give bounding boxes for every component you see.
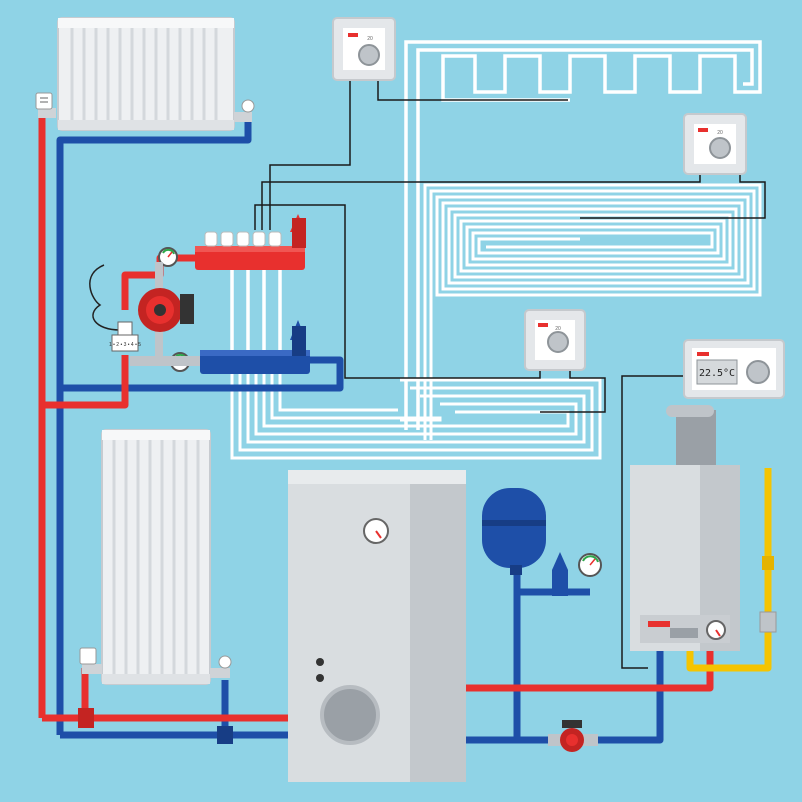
underfloor-loop-serpentine (404, 40, 762, 430)
control-wiring (254, 78, 766, 669)
controller-display-value: 22.5°C (699, 368, 735, 379)
thermostat-1-scale: 20 (367, 36, 373, 42)
actuator-label: 1 • 2 • 3 • 4 • 5 (109, 321, 141, 352)
pipe-junction-red (78, 708, 94, 728)
thermostat-3-scale: 20 (555, 326, 561, 332)
return-manifold (200, 320, 310, 374)
floor-thermostat-1[interactable]: 20 (332, 17, 396, 81)
circulation-pump-boiler[interactable] (548, 720, 598, 752)
actuator-label-text: 1 • 2 • 3 • 4 • 5 (109, 342, 141, 348)
manifold-connector (130, 356, 200, 366)
radiator-top-valve-left[interactable] (35, 92, 56, 118)
radiator-top (57, 17, 235, 131)
gas-boiler (630, 405, 740, 651)
circulation-pump-manifold[interactable] (89, 264, 194, 332)
pipe-junction-blue (217, 726, 233, 744)
thermostat-2-scale: 20 (717, 130, 723, 136)
underfloor-loop-spiral (423, 183, 762, 440)
main-controller[interactable]: 22.5°C (683, 339, 785, 399)
radiator-bottom (101, 429, 211, 685)
manifold-outlet-pipes (230, 270, 282, 362)
expansion-vessel (482, 488, 546, 575)
gas-valve[interactable] (759, 556, 777, 633)
underfloor-loop-lower (230, 360, 602, 460)
supply-manifold (195, 214, 306, 270)
hot-water-cylinder (288, 470, 466, 782)
manifold-gauge-top (158, 247, 178, 267)
controller-lcd (696, 359, 738, 385)
radiator-bottom-valve-left[interactable] (79, 647, 102, 674)
radiator-top-valve-right[interactable] (234, 99, 255, 122)
safety-group (552, 552, 602, 596)
radiator-bottom-valve-right[interactable] (210, 655, 232, 678)
floor-thermostat-3[interactable]: 20 (524, 309, 586, 371)
floor-thermostat-2[interactable]: 20 (683, 113, 747, 175)
tank-thermometer (363, 518, 389, 544)
